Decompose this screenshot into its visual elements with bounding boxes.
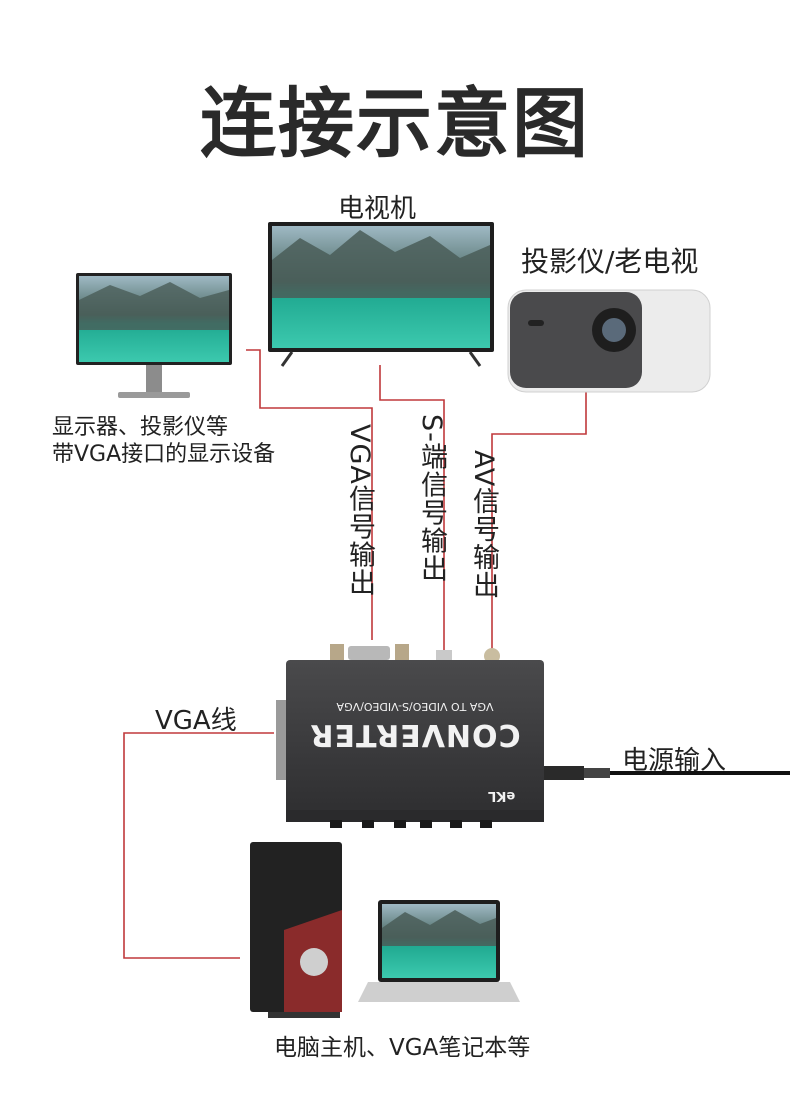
converter-label-group: CONVERTER VGA TO VIDEO/S-VIDEO/VGA — [286, 700, 544, 752]
av-signal-line — [491, 392, 587, 650]
computer-label: 电脑主机、VGA笔记本等 — [274, 1035, 531, 1061]
power-input-label: 电源输入 — [622, 746, 727, 776]
vga-signal-label: VGA信号输出 — [344, 424, 375, 597]
monitor-label-line2: 带VGA接口的显示设备 — [52, 442, 276, 467]
converter-brand: eKL — [488, 788, 516, 803]
vga-signal-line — [246, 349, 373, 640]
monitor-label-line1: 显示器、投影仪等 — [52, 415, 229, 440]
tv-label: 电视机 — [338, 194, 417, 224]
diagram-title: 连接示意图 — [200, 79, 590, 168]
av-signal-label: AV信号输出 — [468, 450, 499, 600]
converter-subtitle: VGA TO VIDEO/S-VIDEO/VGA — [336, 700, 494, 713]
monitor-device — [76, 273, 232, 398]
projector-label: 投影仪/老电视 — [521, 245, 699, 278]
vga-cable-label: VGA线 — [155, 706, 237, 736]
s-video-signal-line — [379, 365, 445, 658]
vga-cable-line — [123, 732, 274, 959]
s-video-signal-label: S-端信号输出 — [416, 414, 447, 583]
connection-lines — [123, 349, 587, 959]
desktop-tower-device — [250, 842, 342, 1018]
laptop-device — [358, 900, 520, 1002]
converter-name: CONVERTER — [309, 717, 521, 752]
projector-device — [507, 289, 711, 393]
tv-device — [268, 222, 494, 367]
converter-device — [276, 644, 790, 828]
